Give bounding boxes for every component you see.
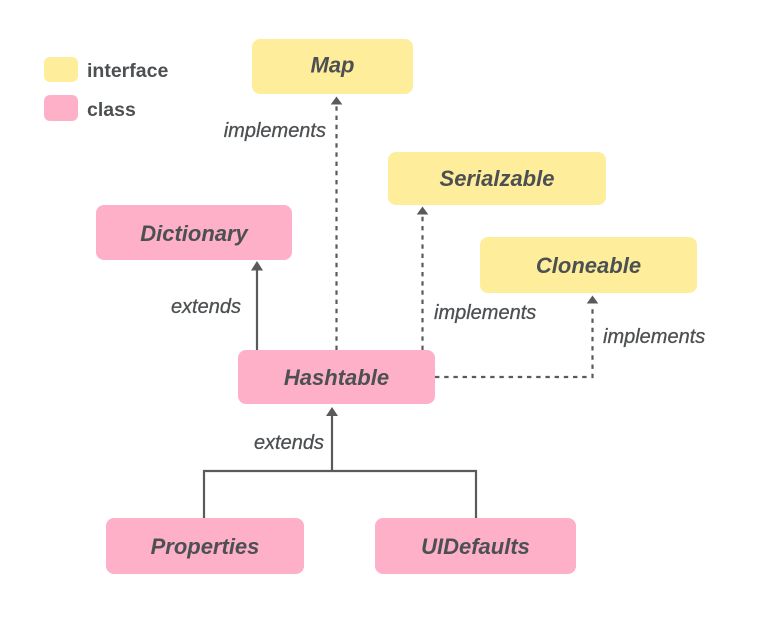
svg-text:UIDefaults: UIDefaults xyxy=(421,534,530,559)
svg-text:Properties: Properties xyxy=(151,534,260,559)
svg-text:Hashtable: Hashtable xyxy=(284,365,389,390)
svg-text:extends: extends xyxy=(171,296,241,318)
svg-text:extends: extends xyxy=(254,432,324,454)
svg-text:implements: implements xyxy=(603,326,705,348)
svg-text:Cloneable: Cloneable xyxy=(536,253,641,278)
svg-text:Map: Map xyxy=(311,53,355,78)
svg-text:Dictionary: Dictionary xyxy=(140,221,249,246)
svg-text:implements: implements xyxy=(224,120,326,142)
svg-text:interface: interface xyxy=(87,60,168,82)
svg-text:class: class xyxy=(87,99,136,121)
svg-text:Serialzable: Serialzable xyxy=(440,166,555,191)
svg-text:implements: implements xyxy=(434,302,536,324)
